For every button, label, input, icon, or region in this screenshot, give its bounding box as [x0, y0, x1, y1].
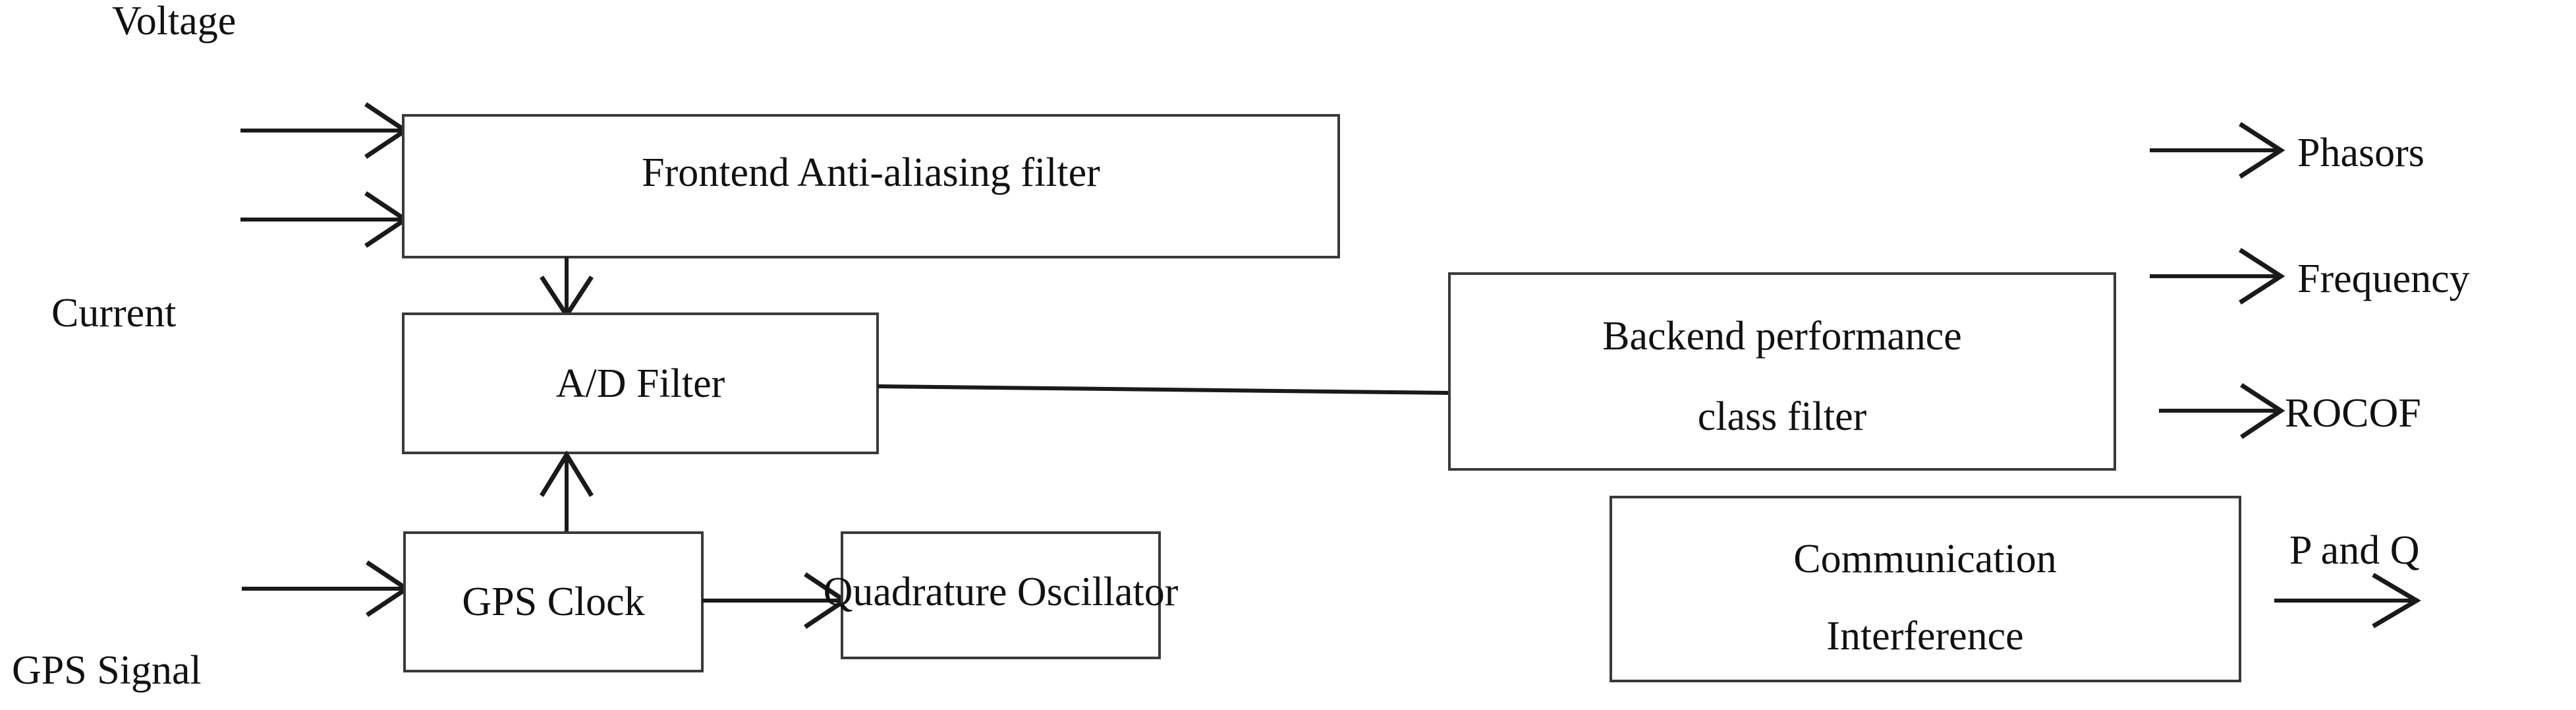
block-backend-label-line2: class filter	[1698, 394, 1867, 439]
block-gps-clock[interactable]: GPS Clock	[403, 531, 704, 672]
phasors-output-arrow	[2150, 122, 2285, 179]
frontend-to-ad-filter-arrow	[540, 257, 594, 320]
gps-signal-input-arrow	[242, 560, 411, 617]
ad-filter-to-backend-line	[877, 384, 1450, 395]
frequency-output-arrow	[2150, 248, 2285, 305]
label-p-and-q: P and Q	[2289, 528, 2419, 573]
block-frontend-label: Frontend Anti-aliasing filter	[642, 150, 1100, 195]
gps-clock-to-ad-filter-arrow	[540, 450, 594, 533]
block-ad-filter[interactable]: A/D Filter	[402, 312, 879, 454]
block-frontend-anti-aliasing-filter[interactable]: Frontend Anti-aliasing filter	[402, 114, 1340, 258]
block-backend-label-line1: Backend performance	[1602, 314, 1962, 359]
label-gps-signal: GPS Signal	[12, 648, 202, 693]
block-communication-interference[interactable]: Communication Interference	[1610, 496, 2241, 682]
block-quadrature-oscillator[interactable]: Quadrature Oscillator	[824, 531, 1179, 659]
label-rocof: ROCOF	[2285, 391, 2421, 436]
label-voltage: Voltage	[112, 0, 236, 44]
p-and-q-output-arrow	[2274, 572, 2421, 629]
rocof-output-arrow	[2159, 383, 2285, 439]
voltage-input-arrow	[240, 102, 410, 159]
block-communication-label-line1: Communication	[1793, 537, 2057, 581]
block-quadrature-oscillator-label: Quadrature Oscillator	[824, 570, 1179, 614]
label-phasors: Phasors	[2297, 131, 2424, 175]
block-ad-filter-label: A/D Filter	[556, 361, 725, 406]
block-backend-performance-class-filter[interactable]: Backend performance class filter	[1448, 272, 2116, 471]
label-current: Current	[51, 291, 176, 336]
block-communication-label-line2: Interference	[1826, 614, 2023, 659]
label-frequency: Frequency	[2297, 256, 2470, 301]
block-gps-clock-label: GPS Clock	[462, 579, 644, 624]
current-input-arrow	[240, 191, 410, 248]
